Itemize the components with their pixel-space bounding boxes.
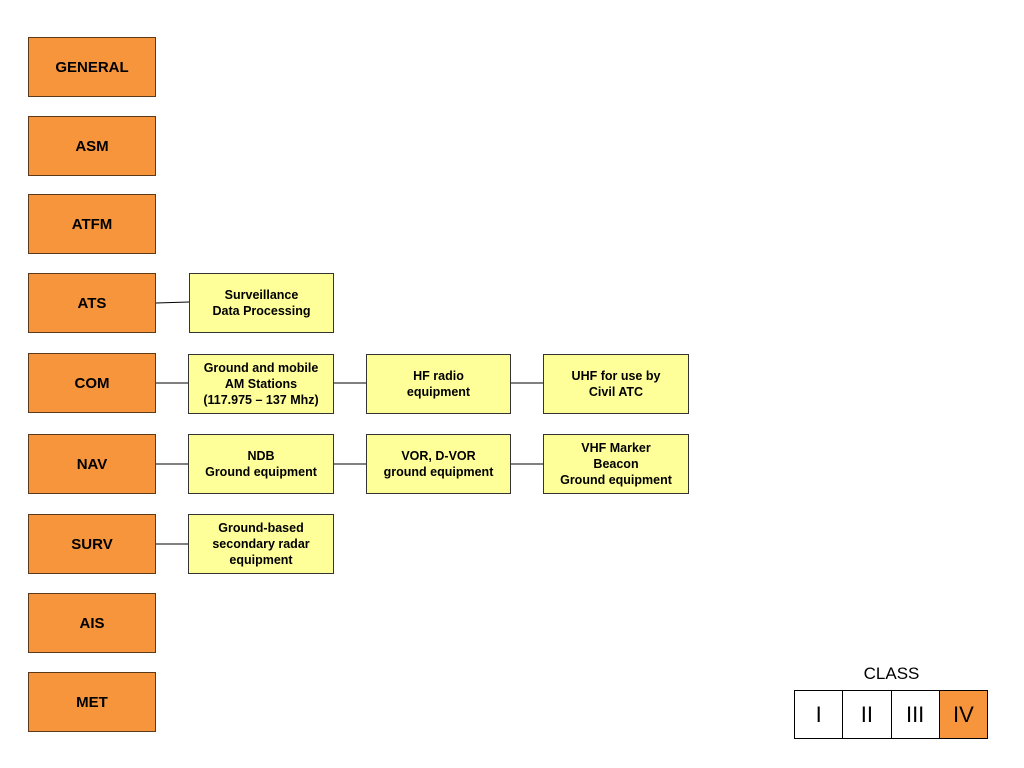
- item-ndb-ground-equipment: NDB Ground equipment: [188, 434, 334, 494]
- class-level-iv: IV: [938, 691, 987, 738]
- category-met: MET: [28, 672, 156, 732]
- category-atfm: ATFM: [28, 194, 156, 254]
- category-asm: ASM: [28, 116, 156, 176]
- item-vor-dvor-ground-equipment: VOR, D-VOR ground equipment: [366, 434, 511, 494]
- item-hf-radio-equipment: HF radio equipment: [366, 354, 511, 414]
- class-level-ii: II: [842, 691, 890, 738]
- item-vhf-marker-beacon: VHF Marker Beacon Ground equipment: [543, 434, 689, 494]
- connector-ats: [155, 301, 190, 304]
- class-level-iii: III: [890, 691, 939, 738]
- item-uhf-civil-atc: UHF for use by Civil ATC: [543, 354, 689, 414]
- class-level-i: I: [815, 701, 822, 727]
- category-ats: ATS: [28, 273, 156, 333]
- category-surv: SURV: [28, 514, 156, 574]
- category-nav: NAV: [28, 434, 156, 494]
- item-ground-mobile-am-stations: Ground and mobile AM Stations (117.975 –…: [188, 354, 334, 414]
- class-legend: I II III IV: [794, 690, 988, 739]
- category-ais: AIS: [28, 593, 156, 653]
- item-surveillance-data-processing: Surveillance Data Processing: [189, 273, 334, 333]
- category-com: COM: [28, 353, 156, 413]
- category-general: GENERAL: [28, 37, 156, 97]
- class-legend-title: CLASS: [863, 664, 920, 683]
- item-ground-secondary-radar: Ground-based secondary radar equipment: [188, 514, 334, 574]
